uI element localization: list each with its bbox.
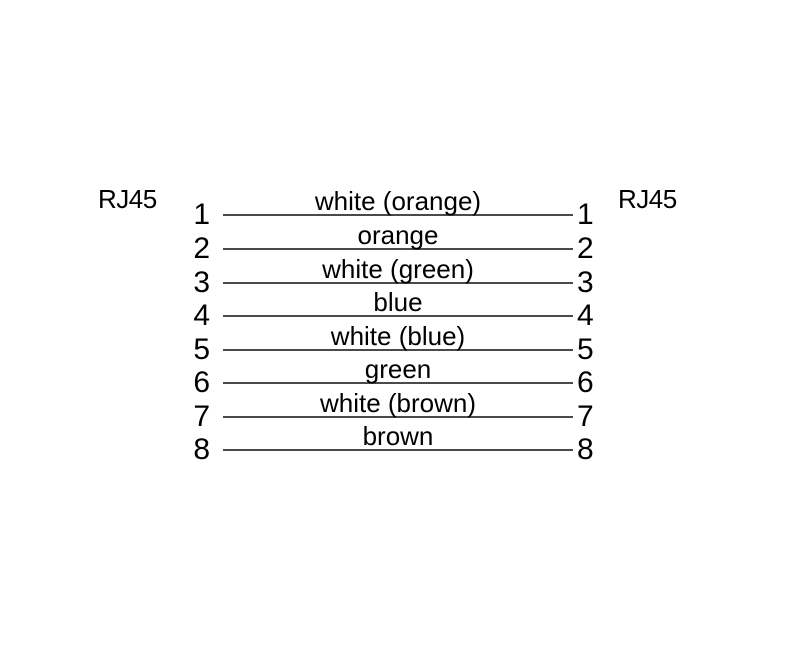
pin-number-left: 6 xyxy=(193,366,210,399)
pin-number-left: 4 xyxy=(193,299,210,332)
wire-line xyxy=(223,214,573,216)
pin-number-right: 6 xyxy=(577,366,594,399)
pin-number-right: 3 xyxy=(577,266,594,299)
wire-line xyxy=(223,449,573,451)
pin-number-right: 8 xyxy=(577,433,594,466)
wire-line xyxy=(223,349,573,351)
wire-color-label: green xyxy=(364,353,432,384)
pin-number-left: 3 xyxy=(193,266,210,299)
pin-number-left: 1 xyxy=(193,198,210,231)
wire-line xyxy=(223,282,573,284)
pin-number-right: 7 xyxy=(577,400,594,433)
wire-line xyxy=(223,248,573,250)
wire-color-label: white (brown) xyxy=(319,387,477,418)
wire-line xyxy=(223,315,573,317)
pin-number-left: 8 xyxy=(193,433,210,466)
wire-color-label: orange xyxy=(357,219,439,250)
wire-color-label: white (orange) xyxy=(314,185,482,216)
pin-number-right: 5 xyxy=(577,333,594,366)
wire-color-label: blue xyxy=(373,286,423,317)
pin-number-right: 4 xyxy=(577,299,594,332)
wire-line xyxy=(223,416,573,418)
pin-number-left: 7 xyxy=(193,400,210,433)
wire-color-label: white (blue) xyxy=(330,320,466,351)
wire-color-label: brown xyxy=(362,420,434,451)
wire-line xyxy=(223,382,573,384)
pin-number-left: 2 xyxy=(193,232,210,265)
left-connector-label: RJ45 xyxy=(98,184,157,214)
wire-color-label: white (green) xyxy=(322,253,474,284)
pin-number-left: 5 xyxy=(193,333,210,366)
pin-number-right: 2 xyxy=(577,232,594,265)
right-connector-label: RJ45 xyxy=(618,184,677,214)
pin-number-right: 1 xyxy=(577,198,594,231)
